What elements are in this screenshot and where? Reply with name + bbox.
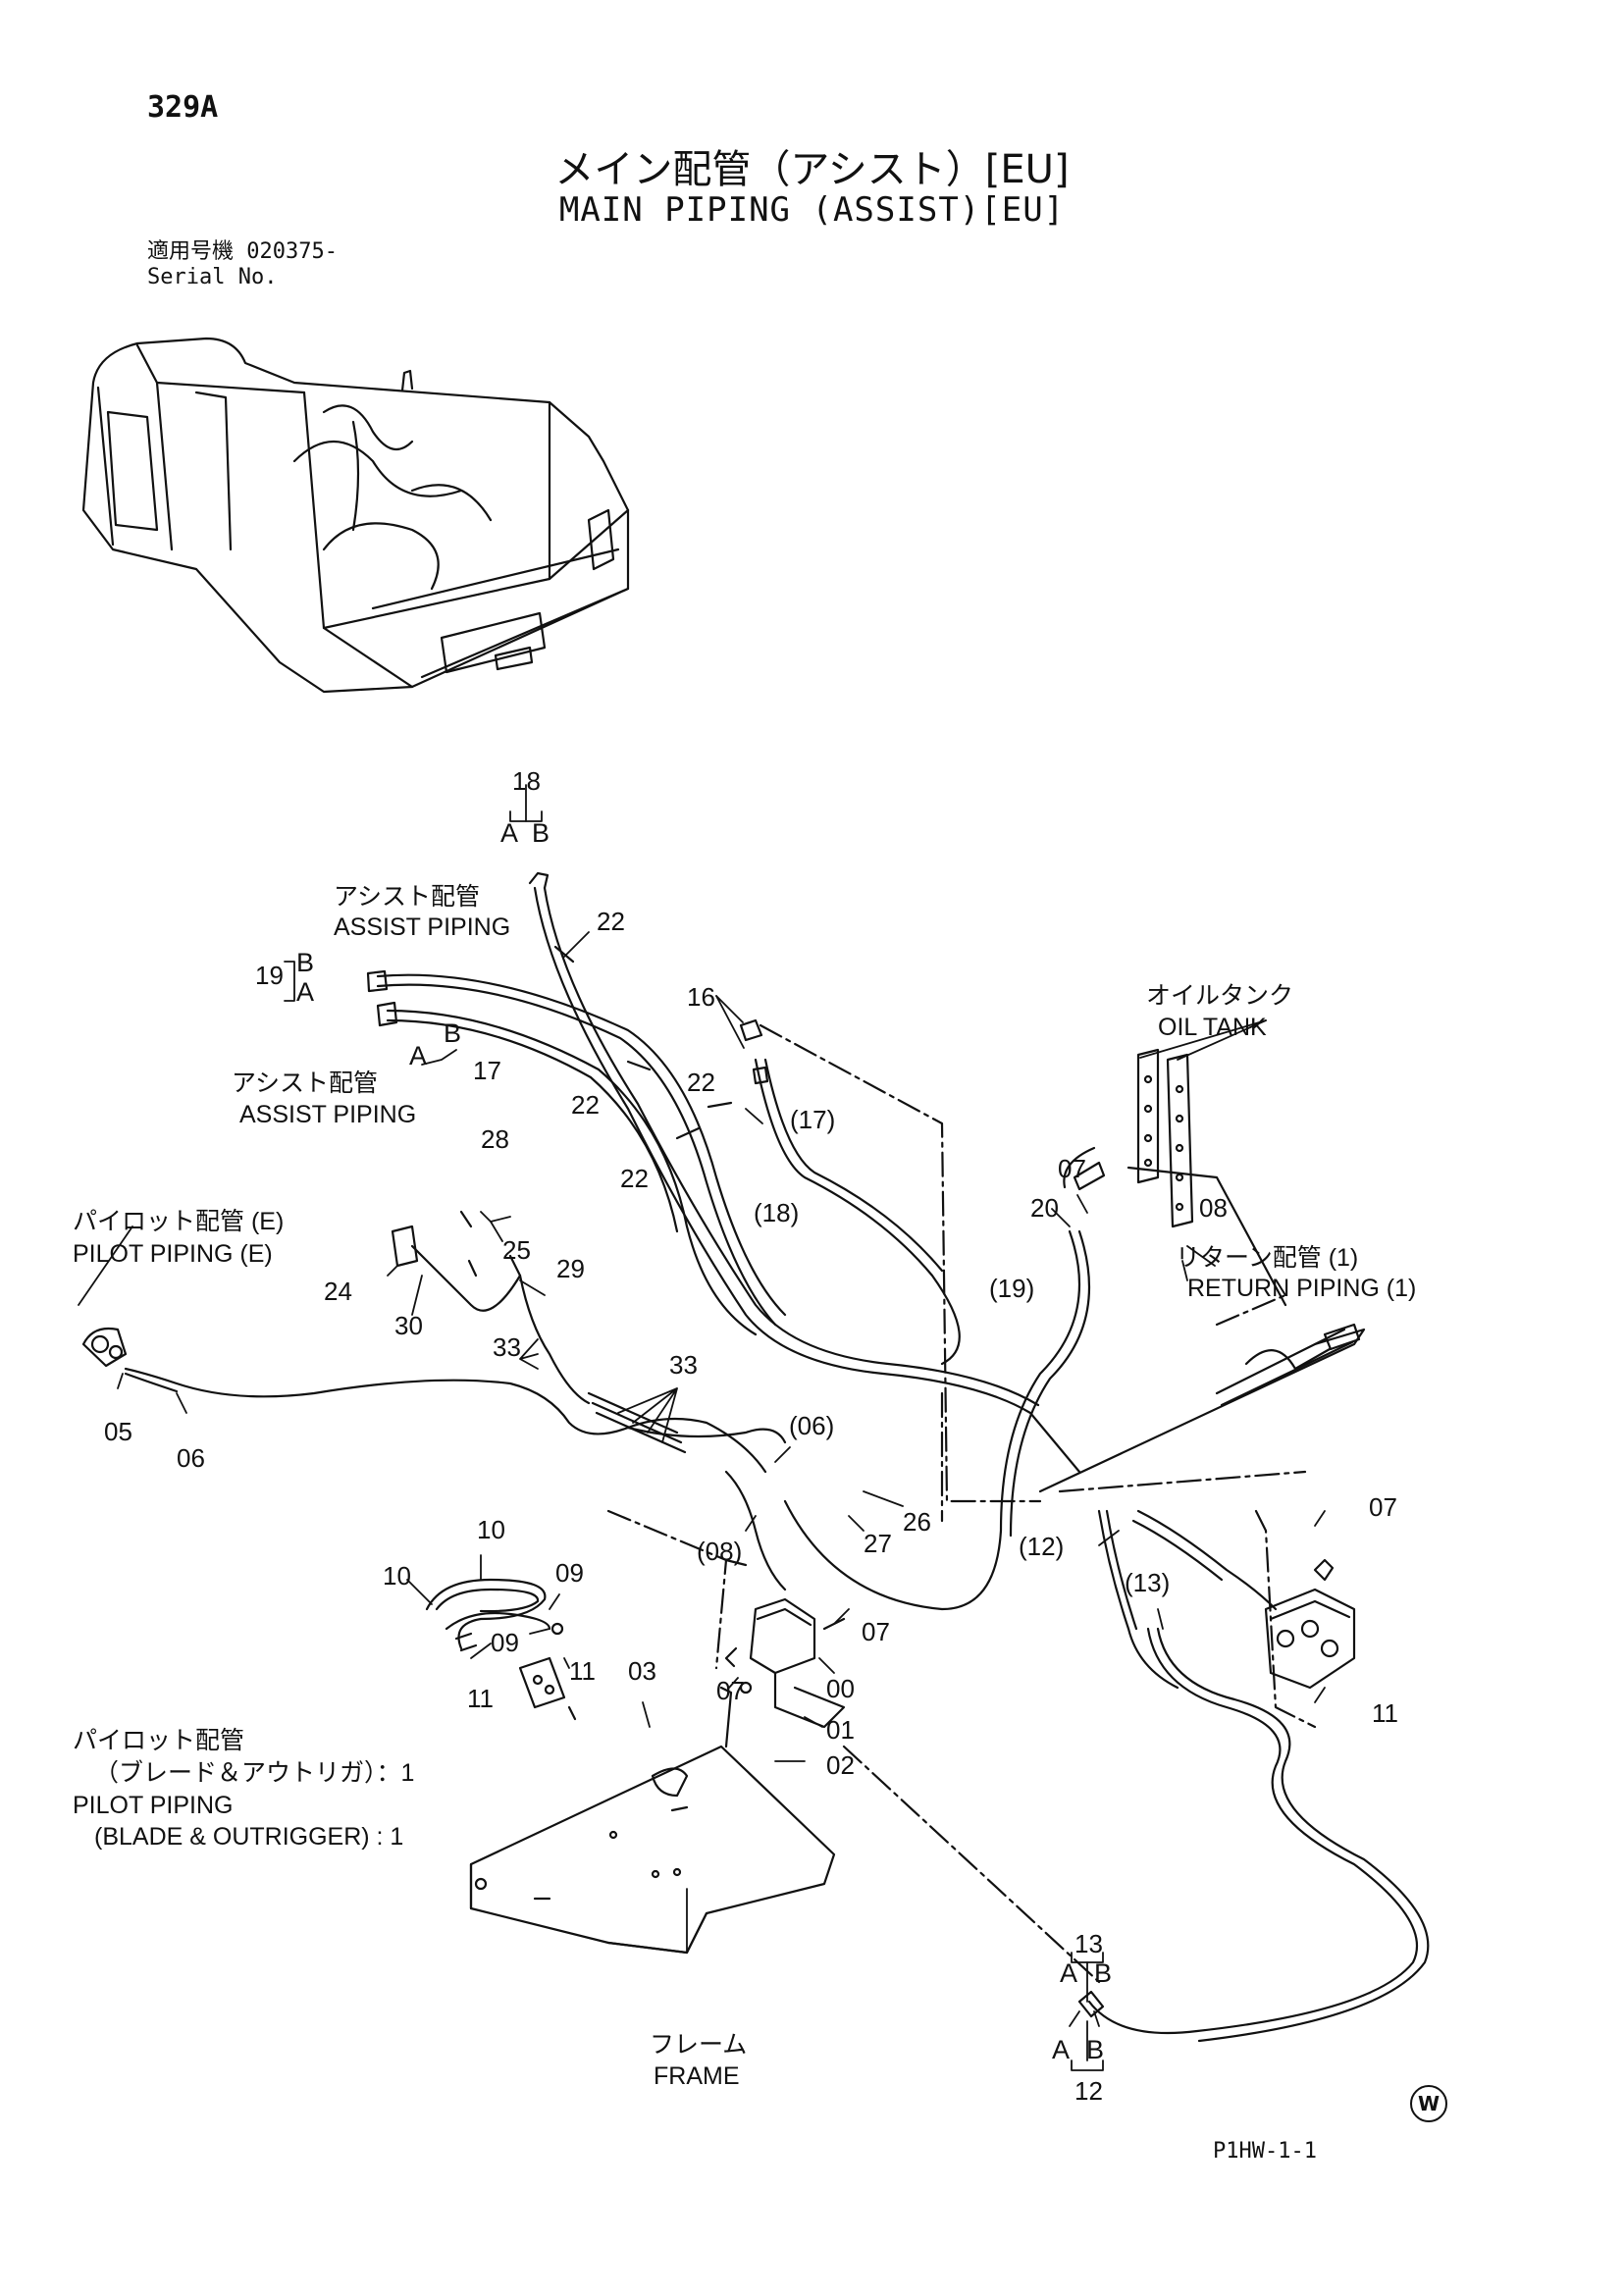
callout-19-A: A xyxy=(296,977,314,1007)
callout-12p: (12) xyxy=(1019,1532,1064,1561)
callout-10-a: 10 xyxy=(477,1515,505,1544)
leader-lines xyxy=(78,784,1326,2071)
callout-33-b: 33 xyxy=(669,1350,698,1380)
label-assist-piping-en-2: ASSIST PIPING xyxy=(239,1101,416,1128)
callout-17p: (17) xyxy=(790,1105,835,1134)
w-mark-icon: W xyxy=(1410,2085,1447,2122)
assist-hoses xyxy=(366,871,1091,1611)
control-valve-icon xyxy=(1131,1509,1356,1690)
callout-13-A: A xyxy=(1060,1958,1077,1988)
label-assist-piping-jp-1: アシスト配管 xyxy=(334,883,480,911)
callout-02: 02 xyxy=(826,1750,855,1780)
callout-33-a: 33 xyxy=(493,1332,521,1362)
callout-11-b: 11 xyxy=(569,1656,596,1686)
label-pilot-blade-en-2: (BLADE & OUTRIGGER) : 1 xyxy=(94,1823,403,1851)
callout-07-c: 07 xyxy=(862,1617,890,1646)
oil-tank-plates xyxy=(1136,1048,1194,1228)
callout-18-A: A xyxy=(500,818,518,848)
callout-11-c: 11 xyxy=(1372,1698,1398,1728)
callout-25: 25 xyxy=(502,1235,531,1265)
callout-08p: (08) xyxy=(697,1537,742,1566)
callout-10-b: 10 xyxy=(383,1561,411,1591)
diagram-labels: 18 A B アシスト配管 ASSIST PIPING 22 19 B A B … xyxy=(73,766,1416,2106)
label-assist-piping-jp-2: アシスト配管 xyxy=(232,1069,378,1097)
callout-00: 00 xyxy=(826,1674,855,1703)
callout-05: 05 xyxy=(104,1417,132,1446)
label-oil-tank-jp: オイルタンク xyxy=(1146,982,1293,1010)
callout-12-B: B xyxy=(1086,2035,1104,2064)
callout-06: 06 xyxy=(177,1443,205,1473)
callout-18-B: B xyxy=(532,818,550,848)
callout-07-b: 07 xyxy=(1369,1492,1397,1522)
callout-18p: (18) xyxy=(754,1198,799,1227)
label-assist-piping-en-1: ASSIST PIPING xyxy=(334,913,510,941)
title-english: MAIN PIPING (ASSIST)[EU] xyxy=(558,190,1066,230)
callout-17-B: B xyxy=(444,1018,461,1048)
callout-22-c: 22 xyxy=(687,1068,715,1097)
callout-17-A: A xyxy=(409,1041,427,1070)
serial-number: 適用号機 020375- Serial No. xyxy=(147,239,338,290)
callout-09-a: 09 xyxy=(555,1558,584,1588)
label-return-en: RETURN PIPING (1) xyxy=(1187,1275,1416,1302)
callout-20: 20 xyxy=(1030,1193,1059,1223)
callout-13: 13 xyxy=(1074,1929,1103,1958)
callout-22-b: 22 xyxy=(571,1090,600,1120)
callout-19p: (19) xyxy=(989,1274,1034,1303)
label-frame-en: FRAME xyxy=(654,2062,740,2090)
page-number: 329A xyxy=(147,90,219,125)
callout-11-a: 11 xyxy=(467,1684,494,1713)
callout-12: 12 xyxy=(1074,2076,1103,2106)
callout-07-a: 07 xyxy=(1058,1154,1086,1183)
callout-19: 19 xyxy=(255,961,284,990)
callout-13-B: B xyxy=(1094,1958,1112,1988)
callout-13p: (13) xyxy=(1125,1568,1170,1597)
callout-17: 17 xyxy=(473,1056,501,1085)
callout-03: 03 xyxy=(628,1656,656,1686)
boundary-lines xyxy=(606,1023,1317,1984)
serial-en: Serial No. xyxy=(147,265,278,289)
callout-08: 08 xyxy=(1199,1193,1228,1223)
label-pilot-blade-jp-2: （ブレード＆アウトリガ）：1 xyxy=(94,1759,414,1787)
label-pilot-e-jp: パイロット配管 (E) xyxy=(73,1208,284,1235)
lower-hose xyxy=(1077,1509,1430,2043)
callout-19-B: B xyxy=(296,948,314,977)
title-japanese: メイン配管（アシスト）[EU] xyxy=(554,147,1070,192)
label-oil-tank-en: OIL TANK xyxy=(1158,1014,1267,1041)
callout-28: 28 xyxy=(481,1124,509,1154)
callout-01: 01 xyxy=(826,1715,855,1745)
callout-22-a: 22 xyxy=(597,907,625,936)
callout-09-b: 09 xyxy=(491,1628,519,1657)
callout-16: 16 xyxy=(687,982,715,1012)
callout-06p: (06) xyxy=(789,1411,834,1440)
callout-22-d: 22 xyxy=(620,1164,649,1193)
callout-18: 18 xyxy=(512,766,541,796)
callout-30: 30 xyxy=(394,1311,423,1340)
callout-26: 26 xyxy=(903,1507,931,1537)
callout-12-A: A xyxy=(1052,2035,1070,2064)
label-pilot-blade-jp-1: パイロット配管 xyxy=(73,1727,244,1754)
excavator-overview-icon xyxy=(81,337,630,694)
serial-jp: 適用号機 020375- xyxy=(147,239,338,264)
label-pilot-e-en: PILOT PIPING (E) xyxy=(73,1240,273,1268)
frame-cover-icon xyxy=(469,1686,836,1955)
solenoid-valve-icon xyxy=(724,1597,846,1729)
callout-07-d: 07 xyxy=(716,1676,745,1705)
label-frame-jp: フレーム xyxy=(650,2031,747,2059)
drawing-code: P1HW-1-1 xyxy=(1213,2139,1317,2164)
callout-24: 24 xyxy=(324,1277,352,1306)
pilot-blade-hoses xyxy=(425,1578,577,1721)
label-pilot-blade-en-1: PILOT PIPING xyxy=(73,1792,233,1819)
callout-27: 27 xyxy=(864,1529,892,1558)
callout-29: 29 xyxy=(556,1254,585,1283)
pilot-piping-e xyxy=(81,1210,787,1591)
label-return-jp: リターン配管 (1) xyxy=(1176,1244,1358,1272)
